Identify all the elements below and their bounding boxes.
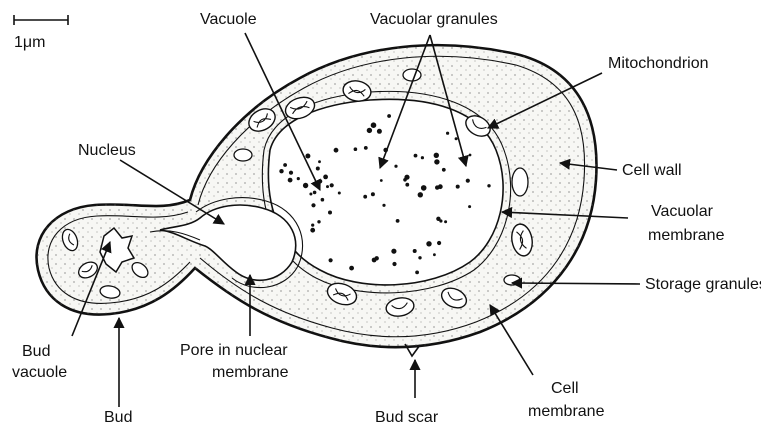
vacuolar-granule bbox=[330, 183, 334, 187]
vacuolar-granule bbox=[283, 163, 287, 167]
label-mitochondrion: Mitochondrion bbox=[608, 55, 709, 72]
vacuolar-granule bbox=[289, 171, 293, 175]
vacuolar-granule bbox=[435, 185, 439, 189]
vacuolar-granule bbox=[311, 203, 315, 207]
vacuolar-granule bbox=[446, 132, 449, 135]
vacuolar-granule bbox=[413, 249, 417, 253]
vacuolar-granule bbox=[421, 156, 424, 159]
vacuolar-granule bbox=[434, 159, 439, 164]
vacuolar-granule bbox=[455, 137, 458, 140]
label-vacuolar-membrane-line1: Vacuolar bbox=[651, 203, 714, 220]
vacuolar-granule bbox=[377, 129, 382, 134]
vacuolar-granule bbox=[363, 195, 367, 199]
label-bud-scar: Bud scar bbox=[375, 409, 439, 426]
vacuolar-granule bbox=[371, 192, 375, 196]
vacuolar-granule bbox=[367, 128, 372, 133]
vacuolar-granule bbox=[318, 160, 321, 163]
vacuolar-granule bbox=[418, 256, 421, 259]
vacuolar-granule bbox=[433, 253, 436, 256]
vacuolar-granule bbox=[469, 154, 472, 157]
vacuolar-granule bbox=[394, 165, 397, 168]
vacuolar-granule bbox=[444, 220, 447, 223]
vacuolar-granule bbox=[328, 211, 332, 215]
vacuolar-granule bbox=[466, 179, 470, 183]
vacuolar-granule bbox=[371, 122, 377, 128]
vacuolar-granule bbox=[288, 178, 293, 183]
vacuolar-granule bbox=[456, 185, 460, 189]
vacuolar-granule bbox=[421, 185, 427, 191]
vacuolar-granule bbox=[426, 241, 431, 246]
vacuolar-granule bbox=[468, 205, 471, 208]
vacuolar-granule bbox=[329, 258, 333, 262]
vacuolar-granule bbox=[364, 146, 368, 150]
vacuolar-granule bbox=[404, 175, 409, 180]
label-bud-vacuole-line2: vacuole bbox=[12, 364, 67, 381]
vacuolar-granule bbox=[437, 241, 441, 245]
label-vacuole: Vacuole bbox=[200, 11, 257, 28]
vacuolar-granule bbox=[436, 217, 440, 221]
label-nucleus: Nucleus bbox=[78, 142, 136, 159]
vacuolar-granule bbox=[414, 154, 418, 158]
vacuolar-granule bbox=[297, 177, 300, 180]
vacuolar-granule bbox=[418, 192, 423, 197]
vacuolar-granule bbox=[334, 148, 339, 153]
vacuolar-granule bbox=[372, 258, 377, 263]
vacuolar-granule bbox=[392, 262, 396, 266]
label-vacuolar-membrane-line2: membrane bbox=[648, 227, 725, 244]
vacuolar-granule bbox=[321, 198, 325, 202]
label-cell-membrane-line2: membrane bbox=[528, 403, 605, 420]
label-bud-vacuole-line1: Bud bbox=[22, 343, 50, 360]
vacuolar-granule bbox=[396, 219, 400, 223]
vacuolar-granule bbox=[316, 167, 320, 171]
vacuolar-granule bbox=[303, 183, 308, 188]
vacuolar-granule bbox=[318, 179, 322, 183]
vacuolar-granule bbox=[338, 192, 341, 195]
vacuolar-granule bbox=[434, 153, 439, 158]
vacuolar-granule bbox=[354, 147, 358, 151]
label-cell-membrane-line1: Cell bbox=[551, 380, 579, 397]
label-cell-wall: Cell wall bbox=[622, 162, 682, 179]
label-storage-granules: Storage granules bbox=[645, 276, 761, 293]
vacuolar-granule bbox=[387, 114, 391, 118]
vacuolar-granule bbox=[349, 266, 354, 271]
scale-bar: 1μm bbox=[14, 15, 68, 51]
label-vacuolar-granules: Vacuolar granules bbox=[370, 11, 498, 28]
vacuolar-granule bbox=[487, 184, 490, 187]
vacuolar-granule bbox=[309, 193, 312, 196]
vacuolar-granule bbox=[380, 179, 383, 182]
vacuolar-granule bbox=[313, 191, 317, 195]
vacuolar-granule bbox=[317, 220, 320, 223]
label-pore-line2: membrane bbox=[212, 364, 289, 381]
label-bud: Bud bbox=[104, 409, 132, 426]
vacuolar-granule bbox=[405, 183, 409, 187]
vacuolar-granule bbox=[326, 185, 329, 188]
vacuolar-granule bbox=[310, 228, 315, 233]
vacuolar-granule bbox=[305, 154, 310, 159]
vacuolar-granule bbox=[442, 168, 446, 172]
vacuolar-granule bbox=[323, 175, 328, 180]
scale-bar-label: 1μm bbox=[14, 34, 45, 51]
label-pore-line1: Pore in nuclear bbox=[180, 342, 288, 359]
vacuolar-granule bbox=[311, 224, 314, 227]
vacuolar-granule bbox=[279, 169, 283, 173]
vacuolar-granule bbox=[382, 204, 385, 207]
vacuolar-granule bbox=[415, 271, 419, 275]
vacuolar-granule bbox=[391, 249, 396, 254]
